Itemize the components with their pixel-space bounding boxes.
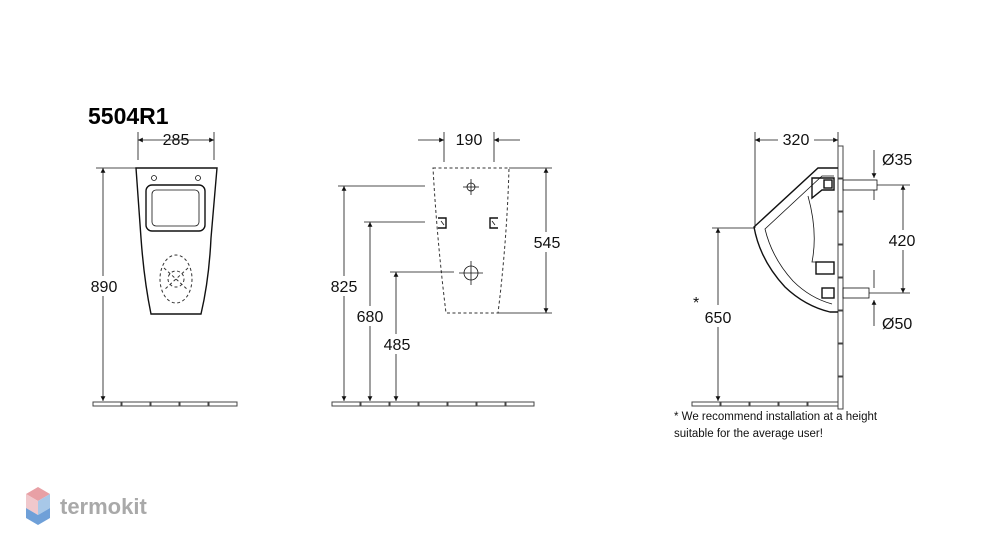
install-height-asterisk: * <box>693 295 699 312</box>
mount-height-680-dim: 680 <box>357 309 384 326</box>
watermark-brand: termokit <box>60 494 147 519</box>
inlet-pipe <box>842 179 878 191</box>
mounting-view: 190 545 825 680 485 <box>327 132 564 407</box>
install-height-dim: 650 <box>705 310 732 327</box>
logo-face-bottom <box>26 508 50 525</box>
side-view: 320 Ø35 420 <box>674 130 920 440</box>
install-note-line-2: suitable for the average user! <box>674 428 823 440</box>
front-width-dim: 285 <box>163 132 190 149</box>
mount-height-825-dim: 825 <box>331 279 358 296</box>
termokit-watermark: termokit <box>26 487 147 525</box>
urinal-front-outline <box>135 167 218 315</box>
mount-width-dim: 190 <box>456 132 483 149</box>
wall <box>837 145 844 410</box>
right-fixing-bracket <box>489 217 498 229</box>
pipe-spacing-dim: 420 <box>889 233 916 250</box>
side-inlet-connector <box>811 177 835 200</box>
front-view: 5504R1 285 890 <box>86 103 238 407</box>
outlet-diameter-dim: Ø50 <box>882 316 912 333</box>
left-fixing-bracket <box>438 217 447 229</box>
side-siphon-block <box>815 261 835 275</box>
termokit-logo-icon <box>26 487 50 525</box>
urinal-side-outline <box>753 167 838 313</box>
model-title: 5504R1 <box>88 103 169 129</box>
inlet-diameter-dim: Ø35 <box>882 152 912 169</box>
mount-total-height-dim: 545 <box>534 235 561 252</box>
front-height-dim: 890 <box>91 279 118 296</box>
front-drain-outline <box>159 254 193 304</box>
front-rim-inner <box>151 189 200 227</box>
mount-height-485-dim: 485 <box>384 337 411 354</box>
install-note-line-1: * We recommend installation at a height <box>674 411 878 423</box>
front-rim-frame <box>145 184 206 232</box>
side-depth-dim: 320 <box>783 132 810 149</box>
outlet-pipe <box>842 287 870 299</box>
